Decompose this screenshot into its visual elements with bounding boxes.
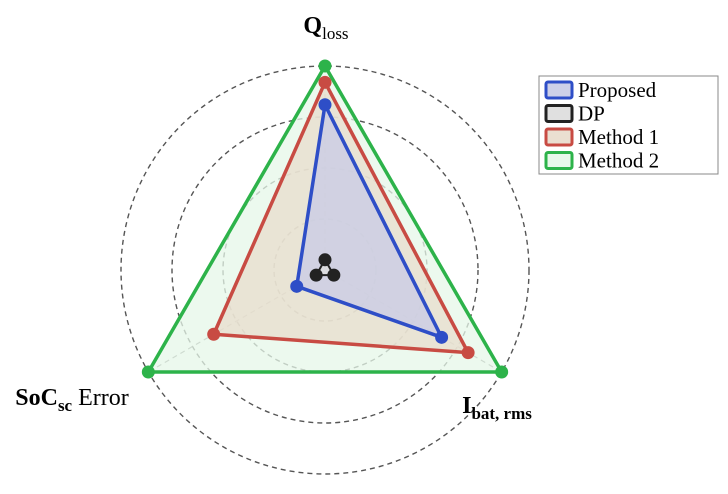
- series-method-1-point-2: [461, 346, 475, 360]
- series-dp-point-3: [309, 268, 323, 282]
- legend-swatch-method-1: [544, 127, 574, 147]
- series-layer: [141, 59, 509, 379]
- legend-swatch-proposed: [544, 80, 574, 100]
- series-dp-point-2: [327, 268, 341, 282]
- axis-label-1: Qloss: [303, 13, 348, 43]
- legend-swatch-dp: [544, 104, 574, 123]
- grid-ring-4: [120, 65, 530, 475]
- legend-label-dp: DP: [578, 102, 605, 126]
- legend-swatch-method-2: [544, 151, 574, 170]
- series-dp-point-1: [318, 253, 332, 267]
- series-method-1-point-1: [318, 75, 332, 89]
- series-method-2-point-1: [318, 59, 332, 73]
- axis-label-3: SoCsc Error: [15, 385, 129, 415]
- legend-label-method-1: Method 1: [578, 125, 659, 149]
- legend-label-method-2: Method 2: [578, 149, 659, 173]
- legend-label-proposed: Proposed: [578, 78, 657, 102]
- series-method-1-point-3: [207, 327, 221, 341]
- series-method-2-point-3: [141, 365, 155, 379]
- axis-label-2: Ibat, rms: [462, 393, 532, 423]
- series-method-2-point-2: [495, 365, 509, 379]
- series-proposed-point-2: [435, 330, 449, 344]
- series-proposed-point-3: [290, 279, 304, 293]
- series-proposed-point-1: [318, 98, 332, 112]
